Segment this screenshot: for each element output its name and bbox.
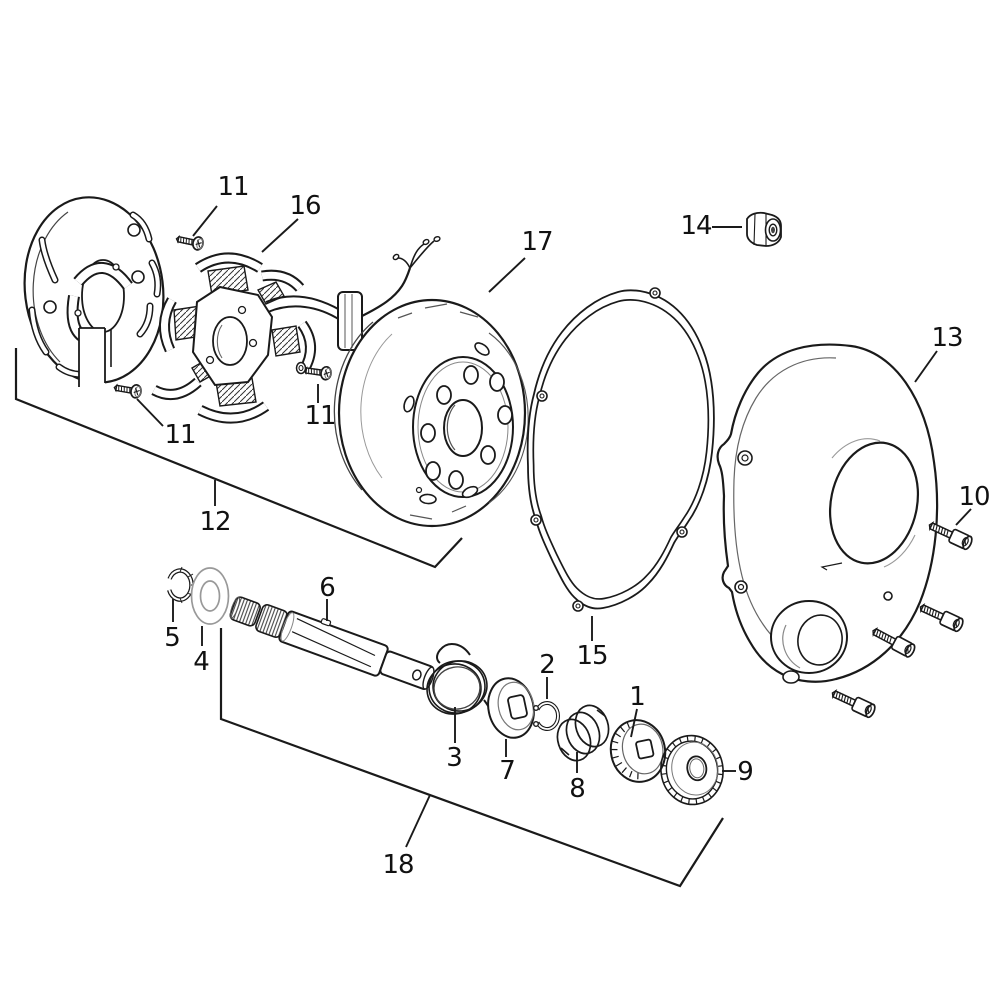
part-label-11-left: 11 xyxy=(164,420,195,450)
part-label-16: 16 xyxy=(289,191,320,221)
spring-3-drawing xyxy=(426,643,499,723)
part-label-3: 3 xyxy=(446,743,462,773)
part-label-18: 18 xyxy=(382,850,413,880)
part-label-1: 1 xyxy=(629,682,645,712)
part-label-15: 15 xyxy=(576,641,607,671)
bracket-group-12 xyxy=(14,348,463,569)
starter-clutch-1-drawing xyxy=(609,719,667,783)
part-label-6: 6 xyxy=(319,573,335,603)
part-label-4: 4 xyxy=(193,647,209,677)
cover-drawing xyxy=(716,343,939,684)
part-label-14: 14 xyxy=(680,211,712,241)
gear-9-drawing xyxy=(660,734,724,806)
washer-4 xyxy=(190,567,230,625)
part-label-11-mid: 11 xyxy=(304,401,335,431)
part-label-8: 8 xyxy=(569,774,585,804)
bush-7-drawing xyxy=(487,677,535,739)
circlip-2-drawing xyxy=(533,701,560,731)
stator-drawing xyxy=(151,252,316,424)
flywheel-drawing xyxy=(333,298,529,528)
washer-for-screw-11 xyxy=(295,361,307,375)
part-label-7: 7 xyxy=(499,756,515,786)
nut-drawing xyxy=(746,211,782,247)
backing-plate-drawing xyxy=(23,196,165,392)
part-label-2: 2 xyxy=(539,650,555,680)
spring-8-drawing xyxy=(556,704,610,762)
part-label-5: 5 xyxy=(164,623,180,653)
part-label-13: 13 xyxy=(931,323,962,353)
part-label-10: 10 xyxy=(958,482,989,512)
bracket-group-18 xyxy=(219,628,724,888)
wire-harness-drawing xyxy=(265,235,441,351)
part-label-9: 9 xyxy=(737,757,753,787)
part-label-12: 12 xyxy=(199,507,230,537)
part-label-11-top: 11 xyxy=(217,172,248,202)
part-label-17: 17 xyxy=(521,227,552,257)
gasket-drawing xyxy=(526,287,715,612)
callout-labels: 11 16 17 14 13 10 11 11 12 15 5 4 6 3 7 … xyxy=(164,172,990,880)
shaft-6-drawing xyxy=(229,596,435,690)
leader-lines xyxy=(136,205,972,848)
screw-11-group xyxy=(112,231,333,400)
